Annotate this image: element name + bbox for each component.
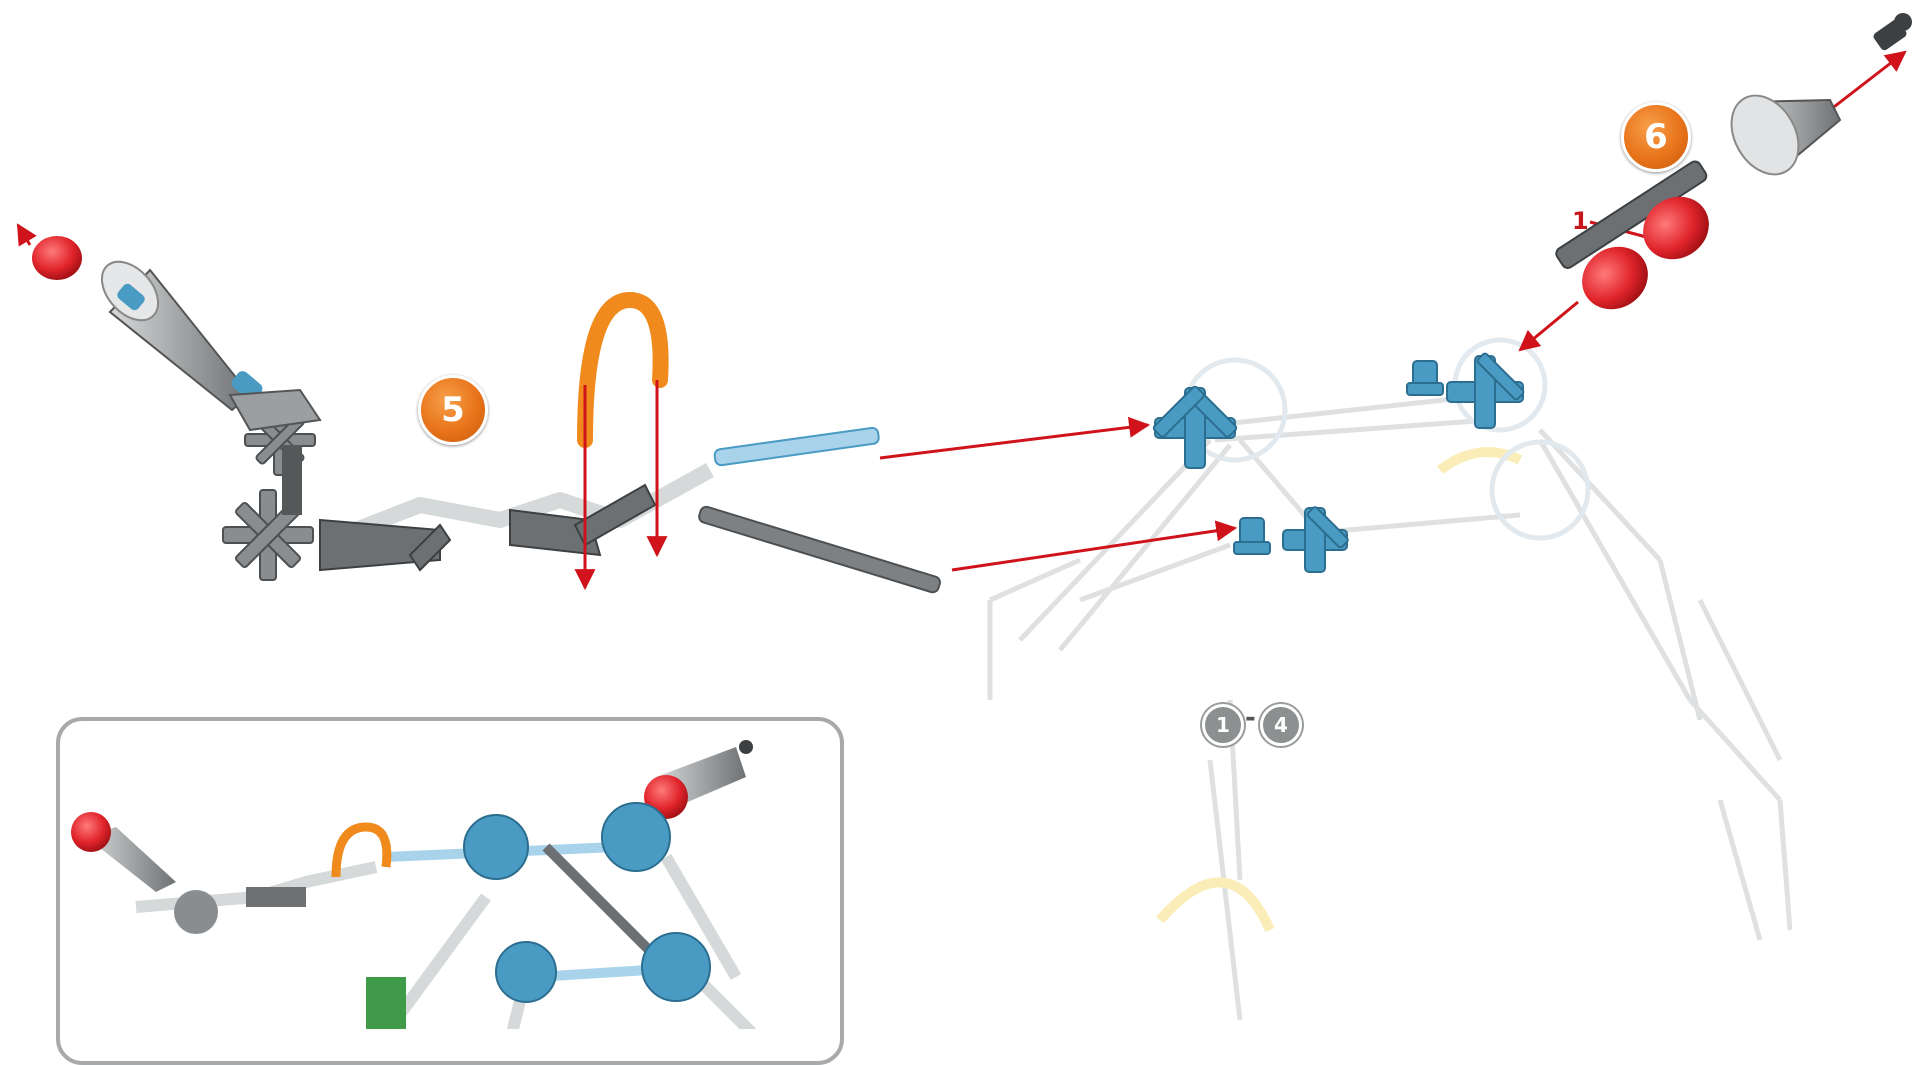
red-arrow bbox=[880, 425, 1148, 458]
step6-parts bbox=[1554, 13, 1912, 322]
step5-arm-assembly bbox=[32, 236, 710, 580]
ref-step-from-badge: 1 bbox=[1202, 704, 1244, 746]
red-arrow bbox=[18, 225, 30, 245]
red-arrow bbox=[1520, 302, 1578, 350]
ref-step-to-badge: 4 bbox=[1260, 704, 1302, 746]
instruction-page: 5 6 1 1 - 4 bbox=[0, 0, 1929, 1029]
faded-model bbox=[990, 340, 1790, 1020]
blue-connector bbox=[1153, 352, 1525, 572]
grey-rod bbox=[698, 505, 942, 593]
quantity-label: 1 bbox=[1572, 207, 1589, 235]
step-5-badge: 5 bbox=[418, 375, 488, 445]
blue-rod bbox=[714, 427, 880, 466]
ref-step-separator: - bbox=[1245, 703, 1256, 733]
inset-model bbox=[71, 740, 776, 1029]
red-arrow bbox=[1830, 52, 1905, 110]
step-6-badge: 6 bbox=[1621, 102, 1691, 172]
orange-flex-rod bbox=[585, 300, 661, 440]
